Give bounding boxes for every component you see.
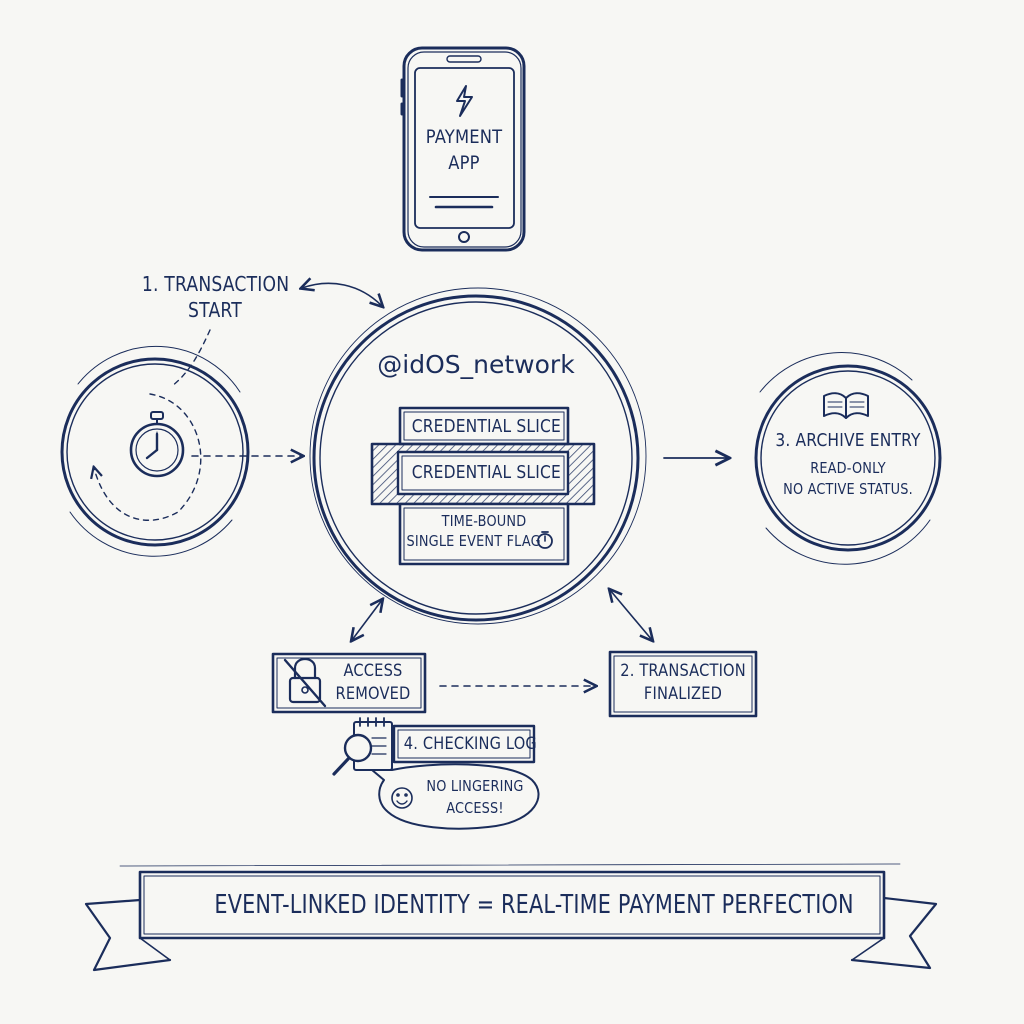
phone-label-line1: PAYMENT xyxy=(412,126,515,148)
credential-slice-1-label: CREDENTIAL SLICE xyxy=(412,416,556,437)
finalized-line1: 2. TRANSACTION xyxy=(620,661,746,681)
smiley-icon xyxy=(392,788,412,808)
start-double-arrow xyxy=(302,283,382,306)
archive-line2: READ-ONLY xyxy=(771,459,926,477)
bubble-line2: ACCESS! xyxy=(419,799,531,817)
finalized-line2: FINALIZED xyxy=(620,684,746,704)
phone-icon xyxy=(402,48,524,250)
access-removed-line1: ACCESS xyxy=(332,661,415,681)
step1-label-line1: 1. TRANSACTION xyxy=(142,272,288,296)
lock-crossed-icon xyxy=(285,659,325,706)
access-removed-line2: REMOVED xyxy=(332,684,415,704)
phone-label-line2: APP xyxy=(412,152,515,174)
archive-line3: NO ACTIVE STATUS. xyxy=(771,480,926,498)
open-book-icon xyxy=(824,393,868,418)
banner-text: EVENT-LINKED IDENTITY = REAL-TIME PAYMEN… xyxy=(214,890,809,920)
stopwatch-icon xyxy=(131,412,183,476)
checking-log-label: 4. CHECKING LOG xyxy=(404,734,524,754)
single-event-flag-label: SINGLE EVENT FLAG xyxy=(407,532,536,550)
step1-label-line2: START xyxy=(142,298,288,322)
dashed-link-start xyxy=(172,330,210,386)
arrow-to-access-removed xyxy=(352,600,382,640)
time-bound-label: TIME-BOUND xyxy=(412,512,556,530)
hub-title: @idOS_network xyxy=(356,350,596,379)
arrow-to-finalized xyxy=(610,590,652,640)
archive-title: 3. ARCHIVE ENTRY xyxy=(771,430,926,451)
bubble-line1: NO LINGERING xyxy=(419,777,531,795)
credential-slice-2-label: CREDENTIAL SLICE xyxy=(412,462,556,483)
